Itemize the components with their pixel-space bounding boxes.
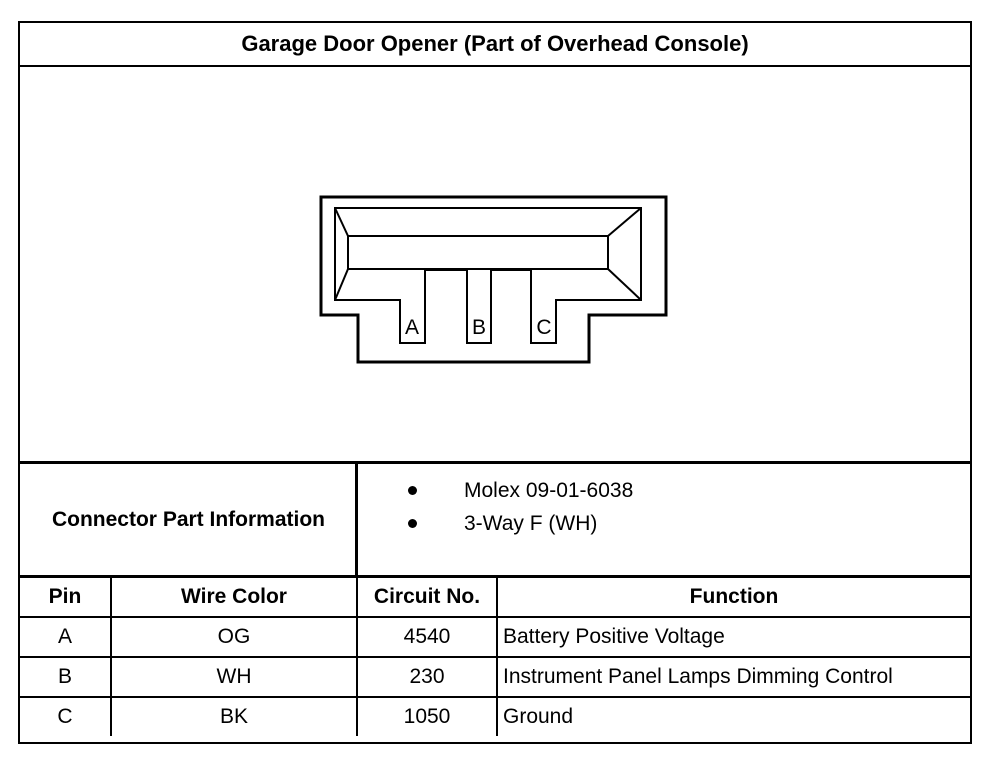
cell-pin: A: [20, 616, 112, 658]
header-function: Function: [496, 578, 970, 618]
bevel-line: [334, 207, 349, 237]
bullet-icon: [408, 519, 417, 528]
bevel-line: [607, 268, 642, 301]
bevel-line: [334, 268, 349, 301]
cell-pin: C: [20, 696, 112, 736]
table-header-row: Pin Wire Color Circuit No. Function: [20, 578, 970, 618]
connector-housing-outline: [319, 195, 668, 364]
cell-pin: B: [20, 656, 112, 698]
connector-document: Garage Door Opener (Part of Overhead Con…: [18, 21, 972, 744]
cell-wire-color: WH: [110, 656, 358, 698]
info-divider: [355, 464, 358, 575]
table-row: B WH 230 Instrument Panel Lamps Dimming …: [20, 656, 970, 698]
list-item: Molex 09-01-6038: [408, 474, 633, 507]
connector-face-drawing: A B C: [319, 195, 668, 364]
list-item: 3-Way F (WH): [408, 507, 633, 540]
cell-function: Battery Positive Voltage: [496, 616, 970, 658]
cell-circuit-no: 1050: [356, 696, 498, 736]
pin-label-a: A: [405, 316, 419, 339]
part-number: Molex 09-01-6038: [464, 479, 634, 502]
table-row: A OG 4540 Battery Positive Voltage: [20, 616, 970, 658]
cell-circuit-no: 230: [356, 656, 498, 698]
document-title: Garage Door Opener (Part of Overhead Con…: [20, 23, 970, 67]
header-circuit-no: Circuit No.: [356, 578, 498, 618]
header-pin: Pin: [20, 578, 112, 618]
connector-diagram: A B C: [20, 67, 970, 463]
header-wire-color: Wire Color: [110, 578, 358, 618]
connector-bevel-rect: [347, 235, 609, 270]
connector-cavity-outline: [334, 207, 642, 344]
cell-circuit-no: 4540: [356, 616, 498, 658]
connector-part-info-label: Connector Part Information: [51, 507, 325, 531]
bevel-line: [607, 207, 642, 237]
pin-label-b: B: [472, 316, 486, 339]
cell-function: Instrument Panel Lamps Dimming Control: [496, 656, 970, 698]
cell-wire-color: BK: [110, 696, 358, 736]
connector-part-info-row: Connector Part Information Molex 09-01-6…: [20, 461, 970, 578]
connector-type: 3-Way F (WH): [464, 512, 598, 535]
cell-wire-color: OG: [110, 616, 358, 658]
pin-table: Pin Wire Color Circuit No. Function A OG…: [20, 578, 970, 736]
table-row: C BK 1050 Ground: [20, 696, 970, 736]
pin-label-c: C: [536, 316, 551, 339]
connector-part-info-list: Molex 09-01-6038 3-Way F (WH): [408, 474, 633, 540]
cell-function: Ground: [496, 696, 970, 736]
bullet-icon: [408, 486, 417, 495]
